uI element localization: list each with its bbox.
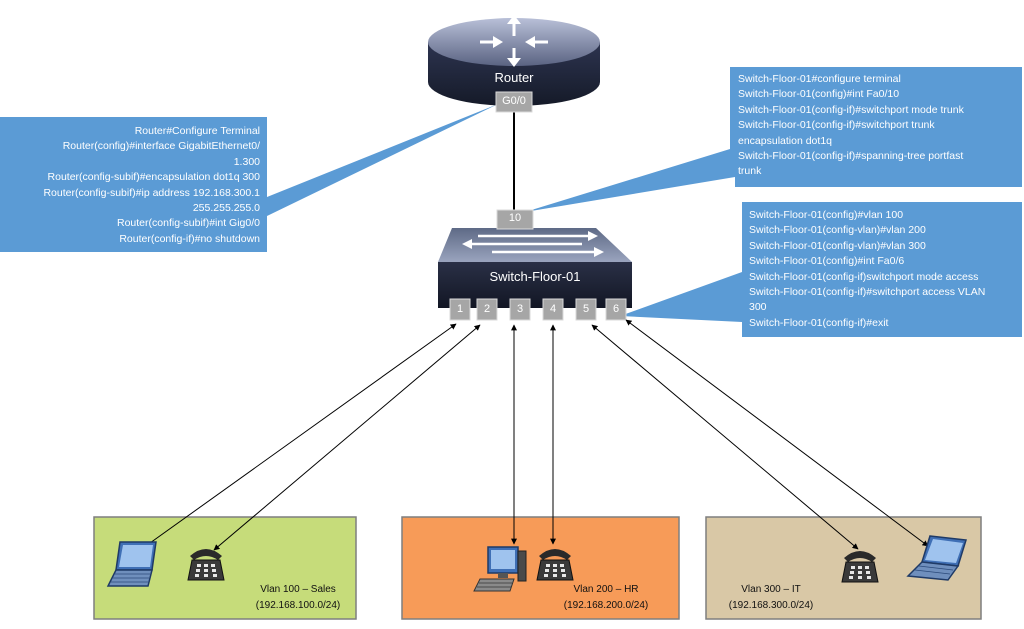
switch-port-label-1: 1 (456, 303, 464, 315)
config-line: Switch-Floor-01#configure terminal (738, 73, 901, 85)
config-line: Router(config-subif)#ip address 192.168.… (43, 186, 260, 199)
router-port-label: G0/0 (502, 95, 526, 107)
switch-port-6 (605, 298, 627, 321)
vlan-100-label: Vlan 100 – Sales (192.168.100.0/24) (250, 582, 346, 614)
switch-access-config-callout (620, 202, 1022, 337)
switch-port-label-3: 3 (516, 303, 524, 315)
config-line: Router#Configure Terminal (134, 125, 260, 137)
switch-port-4 (542, 298, 564, 321)
desktop-pc-icon (473, 546, 527, 592)
config-line: 300 (749, 301, 767, 314)
config-line: Switch-Floor-01(config-vlan)#vlan 300 (749, 239, 926, 252)
switch-port-label-2: 2 (483, 303, 491, 315)
vlan-name: Vlan 200 – HR (573, 584, 639, 595)
config-line: Switch-Floor-01(config-if)#switchport ac… (749, 286, 986, 299)
vlan-subnet: (192.168.100.0/24) (255, 600, 341, 611)
access-links (142, 319, 929, 551)
router-config-callout (0, 104, 498, 252)
config-line: Switch-Floor-01(config-vlan)#vlan 200 (749, 224, 926, 237)
vlan-name: Vlan 100 – Sales (260, 584, 336, 595)
config-line: trunk (738, 165, 762, 178)
config-line: Router(config-if)#no shutdown (119, 232, 260, 245)
link-port5-phone-it (591, 324, 859, 550)
config-line: Router(config-subif)#encapsulation dot1q… (47, 171, 260, 184)
switch-uplink-port-label: 10 (508, 212, 522, 224)
config-line: Switch-Floor-01(config)#int Fa0/10 (738, 88, 900, 101)
vlan-subnet: (192.168.200.0/24) (563, 600, 649, 611)
vlan-subnet: (192.168.300.0/24) (728, 600, 814, 611)
router-config-text: Router#Configure Terminal Router(config)… (10, 124, 260, 247)
config-line: Router(config-subif)#int Gig0/0 (117, 217, 260, 230)
switch-port-2 (476, 298, 498, 321)
config-line: 255.255.255.0 (192, 202, 260, 215)
switch-port-label-4: 4 (549, 303, 557, 315)
phone-icon (187, 549, 225, 581)
config-line: Switch-Floor-01(config-if)#spanning-tree… (738, 150, 964, 163)
config-line: encapsulation dot1q (738, 134, 832, 147)
switch-port-1 (449, 298, 471, 321)
router-icon (428, 15, 600, 106)
config-line: Router(config)#interface GigabitEthernet… (62, 140, 260, 153)
link-port1-laptop-sales (142, 323, 457, 549)
config-line: Switch-Floor-01(config)#vlan 100 (749, 209, 904, 221)
switch-port-label-5: 5 (582, 303, 590, 315)
switch-port-3 (509, 298, 531, 321)
switch-access-config-text: Switch-Floor-01(config)#vlan 100 Switch-… (749, 208, 1021, 331)
config-line: Switch-Floor-01(config)#int Fa0/6 (749, 255, 905, 268)
laptop-icon (906, 535, 967, 581)
switch-access-ports (449, 298, 627, 321)
switch-trunk-config-callout (525, 67, 1022, 212)
config-line: Switch-Floor-01(config-if)#switchport tr… (738, 119, 935, 132)
switch-label: Switch-Floor-01 (489, 269, 581, 284)
config-line: 1.300 (233, 155, 260, 168)
switch-uplink-port-10 (496, 209, 534, 230)
vlan-name: Vlan 300 – IT (741, 584, 801, 595)
config-line: Switch-Floor-01(config-if)switchport mod… (749, 270, 979, 283)
phone-icon (536, 549, 574, 581)
config-line: Switch-Floor-01(config-if)#switchport mo… (738, 103, 964, 116)
config-line: Switch-Floor-01(config-if)#exit (749, 316, 889, 329)
vlan-300-label: Vlan 300 – IT (192.168.300.0/24) (716, 582, 826, 614)
router-port-g0-0 (495, 91, 533, 113)
switch-port-label-6: 6 (612, 303, 620, 315)
laptop-icon (106, 541, 157, 587)
switch-port-5 (575, 298, 597, 321)
link-port2-phone-sales (213, 324, 481, 551)
vlan-200-label: Vlan 200 – HR (192.168.200.0/24) (551, 582, 661, 614)
switch-trunk-config-text: Switch-Floor-01#configure terminal Switc… (738, 72, 1018, 180)
switch-icon (438, 228, 632, 308)
link-port6-laptop-it (625, 319, 929, 547)
phone-icon (841, 551, 879, 583)
router-label: Router (494, 70, 534, 85)
